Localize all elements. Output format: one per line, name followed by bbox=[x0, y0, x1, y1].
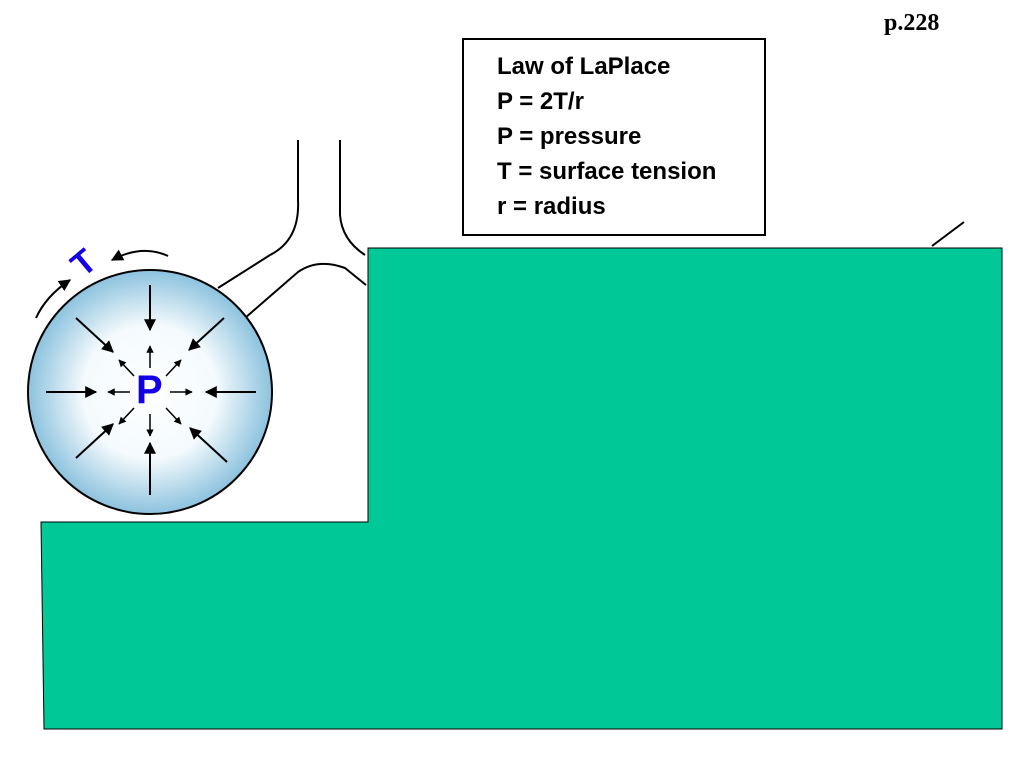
law-def-pressure: P = pressure bbox=[497, 123, 642, 150]
law-formula: P = 2T/r bbox=[497, 88, 584, 115]
pressure-label: P bbox=[136, 368, 163, 412]
law-title: Law of LaPlace bbox=[497, 53, 671, 80]
law-of-laplace-box: Law of LaPlace P = 2T/r P = pressure T =… bbox=[462, 38, 766, 236]
tension-arrows bbox=[35, 249, 169, 319]
airway-outline bbox=[217, 140, 965, 319]
outward-small-arrows bbox=[107, 345, 193, 437]
green-overlay-panel bbox=[40, 247, 1003, 730]
law-def-tension: T = surface tension bbox=[497, 158, 717, 185]
page-reference: p.228 bbox=[884, 10, 940, 36]
inward-pressure-arrows bbox=[46, 285, 256, 495]
law-def-radius: r = radius bbox=[497, 193, 606, 220]
